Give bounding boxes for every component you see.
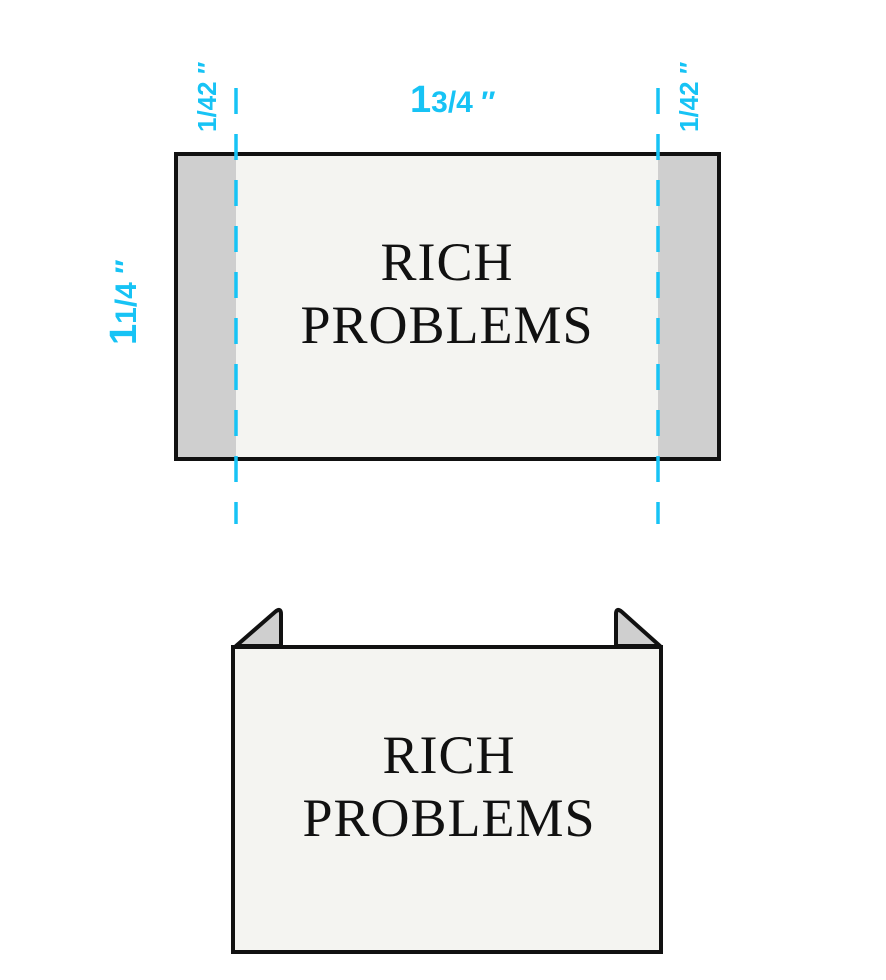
height-dimension: 11/4 ″ (103, 259, 145, 345)
flat-label-line1: RICH (380, 232, 513, 292)
flat-label-line2: PROBLEMS (300, 295, 593, 355)
flat-label-face (176, 154, 719, 459)
right-flap-dimension: 1/42 ″ (674, 62, 704, 132)
left-flap-dimension: 1/42 ″ (192, 62, 222, 132)
face-width-big: 1 (410, 79, 431, 121)
right-flap (658, 156, 717, 457)
height-big: 1 (103, 324, 145, 345)
face-width-rest: 3/4 ″ (431, 86, 495, 119)
folded-left-flap (234, 607, 283, 648)
flat-label-outline (174, 152, 721, 461)
left-flap (178, 156, 236, 457)
height-rest: 1/4 ″ (110, 259, 143, 323)
folded-label-line1: RICH (382, 725, 515, 785)
folded-label: RICH PROBLEMS (231, 607, 663, 954)
folded-label-face (231, 645, 663, 954)
folded-right-flap (614, 607, 662, 648)
face-width-dimension: 13/4 ″ (410, 79, 496, 121)
flat-label: RICH PROBLEMS (174, 152, 721, 461)
folded-label-line2: PROBLEMS (302, 788, 595, 848)
